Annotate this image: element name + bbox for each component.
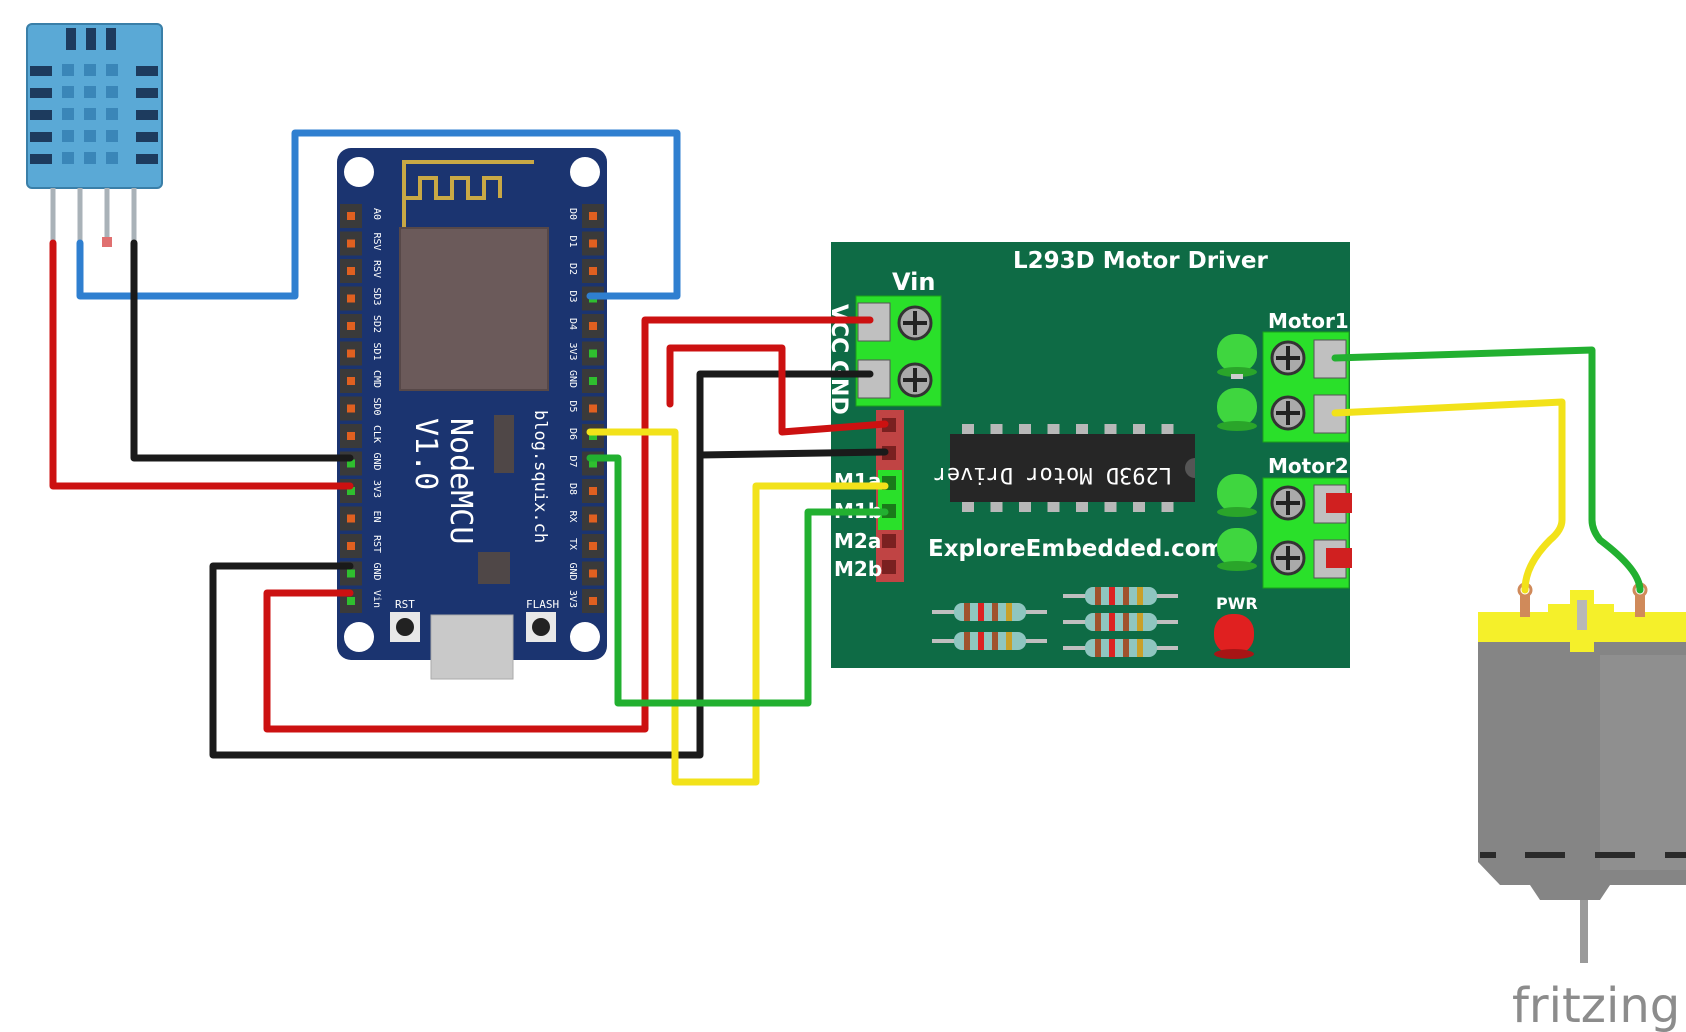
right-pin-label: 3V3 bbox=[567, 590, 578, 608]
right-pin-label: D2 bbox=[567, 263, 578, 275]
fritzing-watermark: fritzing bbox=[1512, 978, 1680, 1032]
flash-label: FLASH bbox=[526, 598, 559, 611]
right-pin-label: D0 bbox=[567, 208, 578, 220]
header-label-m2a: M2a bbox=[834, 529, 881, 553]
left-pin-label: RST bbox=[371, 535, 382, 553]
power-led bbox=[1214, 614, 1254, 659]
yellow-wire-motor bbox=[1331, 398, 1566, 594]
motor1-terminal-block bbox=[1262, 331, 1350, 443]
resistor bbox=[1063, 639, 1178, 657]
right-pin-label: D6 bbox=[567, 428, 578, 440]
green-led-1 bbox=[1217, 334, 1257, 379]
left-pin-label: RSV bbox=[371, 232, 382, 250]
left-pin-label: RSV bbox=[371, 260, 382, 278]
gnd-label: GND bbox=[826, 360, 851, 415]
right-pin-label: D7 bbox=[567, 455, 578, 467]
green-led-4 bbox=[1217, 528, 1257, 571]
motor-driver-board: L293D Motor Driver Vin VCC GND M1a M1b M… bbox=[826, 242, 1352, 668]
right-pin-label: D1 bbox=[567, 235, 578, 247]
green-led-3 bbox=[1217, 474, 1257, 517]
right-pin-label: 3V3 bbox=[567, 342, 578, 360]
left-pin-label: CMD bbox=[371, 370, 382, 388]
red-wire-enable bbox=[666, 344, 889, 436]
right-pin-label: D4 bbox=[567, 318, 578, 330]
right-pin-label: TX bbox=[567, 538, 578, 550]
red-wire-vin-loop bbox=[263, 316, 874, 733]
black-wire-dht-gnd bbox=[130, 239, 354, 462]
left-pin-label: 3V3 bbox=[371, 480, 382, 498]
black-wire-gnd-loop bbox=[209, 370, 874, 759]
header-label-m2b: M2b bbox=[834, 557, 882, 581]
left-pin-label: CLK bbox=[371, 425, 382, 443]
chip-label: L293D Motor Driver bbox=[934, 462, 1172, 487]
pwr-label: PWR bbox=[1216, 594, 1258, 613]
dht11-sensor bbox=[26, 23, 163, 247]
right-pin-label: D8 bbox=[567, 483, 578, 495]
input-header bbox=[876, 410, 904, 582]
left-pin-label: SD0 bbox=[371, 397, 382, 415]
resistor bbox=[1063, 587, 1178, 605]
green-led-2 bbox=[1217, 388, 1257, 431]
motor2-label: Motor2 bbox=[1268, 454, 1349, 478]
resistor-array bbox=[932, 587, 1178, 657]
vin-terminal-block bbox=[855, 295, 942, 407]
resistor bbox=[932, 632, 1047, 650]
l293d-chip: L293D Motor Driver bbox=[934, 424, 1195, 512]
dc-motor bbox=[1478, 582, 1686, 963]
nodemcu-title: NodeMCU bbox=[443, 418, 478, 544]
rst-label: RST bbox=[395, 598, 415, 611]
resistor bbox=[1063, 613, 1178, 631]
left-pin-label: EN bbox=[371, 510, 382, 522]
nodemcu-site: blog.squix.ch bbox=[530, 410, 550, 543]
nodemcu-version: V1.0 bbox=[408, 418, 443, 490]
left-pin-label: A0 bbox=[371, 208, 382, 220]
yellow-wire-m1a bbox=[586, 428, 889, 786]
green-wire-motor bbox=[1331, 346, 1644, 594]
left-pin-label: SD3 bbox=[371, 287, 382, 305]
right-pin-label: RX bbox=[567, 510, 578, 522]
right-pin-label: GND bbox=[567, 370, 578, 388]
motor2-terminal-block bbox=[1262, 477, 1352, 589]
left-pin-label: SD1 bbox=[371, 342, 382, 360]
motor1-label: Motor1 bbox=[1268, 309, 1349, 333]
left-pin-label: Vin bbox=[371, 590, 382, 608]
black-wire-input bbox=[696, 448, 889, 459]
blue-wire-data bbox=[76, 129, 681, 300]
vin-label: Vin bbox=[892, 268, 935, 296]
right-pin-label: D5 bbox=[567, 400, 578, 412]
red-wire-dht-vcc bbox=[49, 239, 354, 490]
vcc-label: VCC bbox=[826, 304, 851, 353]
resistor bbox=[932, 603, 1047, 621]
left-pin-label: GND bbox=[371, 452, 382, 470]
right-pin-label: GND bbox=[567, 562, 578, 580]
right-pin-label: D3 bbox=[567, 290, 578, 302]
green-wire-m1b bbox=[586, 454, 889, 707]
wires bbox=[49, 129, 1644, 786]
left-pin-label: GND bbox=[371, 562, 382, 580]
driver-site: ExploreEmbedded.com bbox=[928, 536, 1225, 562]
driver-title: L293D Motor Driver bbox=[1013, 248, 1269, 274]
left-pin-label: SD2 bbox=[371, 315, 382, 333]
